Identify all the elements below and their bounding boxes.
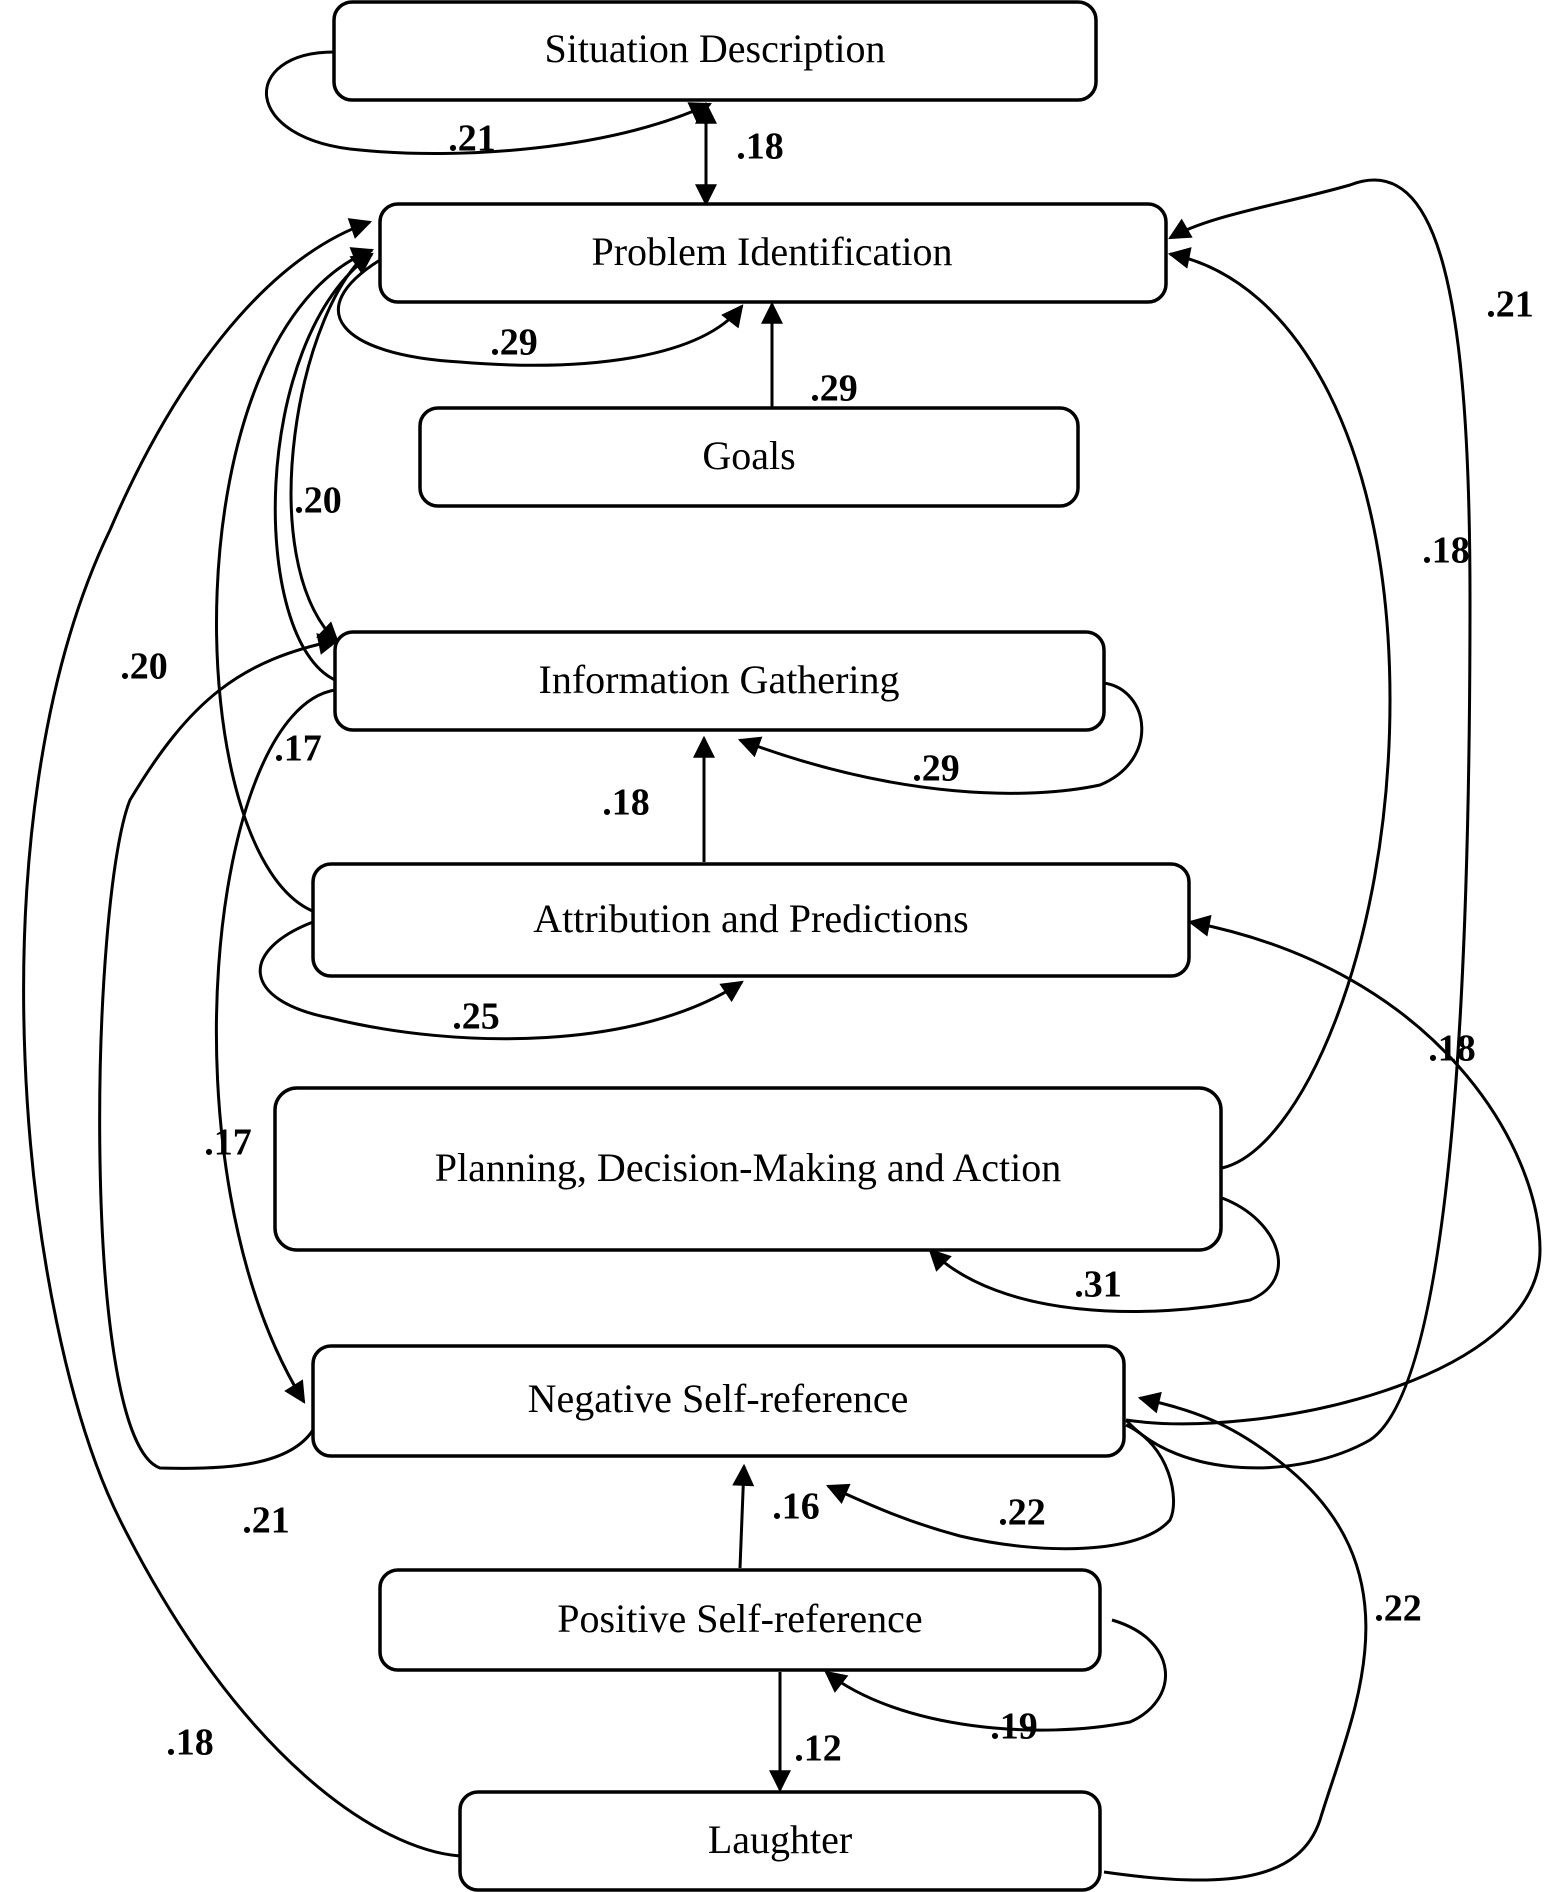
edge-nsr-self (825, 1423, 1176, 1551)
edge-nsr-ap (1125, 914, 1542, 1426)
edge-psr-self (824, 1618, 1167, 1732)
node-goals-label: Goals (702, 433, 795, 478)
node-planning: Planning, Decision-Making and Action (273, 1086, 1223, 1252)
node-negative-self-reference-label: Negative Self-reference (528, 1376, 909, 1421)
edge-label-ap-ig: .18 (602, 782, 650, 824)
edge-l-pi (22, 218, 461, 1858)
node-situation-description-label: Situation Description (544, 26, 885, 71)
edge-ap-self (258, 920, 744, 1041)
edge-plan-pi (1167, 247, 1392, 1170)
node-positive-self-reference: Positive Self-reference (378, 1568, 1102, 1672)
edge-sd-self (265, 50, 712, 156)
edge-label-psr-nsr: .16 (772, 1486, 820, 1528)
edge-label-ig-nsr: .17 (204, 1122, 252, 1164)
edge-label-plan-pi: .18 (1422, 530, 1470, 572)
node-laughter-label: Laughter (708, 1817, 852, 1862)
edges (22, 50, 1542, 1882)
edge-label-ig-self: .29 (912, 748, 960, 790)
edge-l-nsr (1103, 1391, 1368, 1882)
edge-labels: .21 .18 .29 .29 .20 .20 .17 .29 .18 .25 … (120, 118, 1534, 1770)
node-planning-label: Planning, Decision-Making and Action (435, 1145, 1062, 1190)
edge-label-ig-pi: .20 (294, 480, 342, 522)
node-problem-identification: Problem Identification (378, 202, 1168, 304)
edge-nsr-pi (1124, 178, 1472, 1470)
edge-label-l-nsr: .22 (1374, 1588, 1422, 1630)
edge-ap-pi (215, 247, 375, 914)
node-situation-description: Situation Description (332, 0, 1098, 102)
node-negative-self-reference: Negative Self-reference (311, 1344, 1126, 1458)
nodes: Situation Description Problem Identifica… (273, 0, 1223, 1892)
edge-label-nsr-self: .22 (998, 1492, 1046, 1534)
edge-ig-nsr (214, 688, 336, 1404)
edge-label-sd-pi: .18 (736, 126, 784, 168)
node-problem-identification-label: Problem Identification (591, 229, 952, 274)
edge-label-nsr-pi: .21 (1486, 284, 1534, 326)
edge-label-ap-self: .25 (452, 996, 500, 1038)
node-information-gathering: Information Gathering (333, 630, 1106, 732)
edge-psr-nsr (732, 1463, 755, 1569)
edge-label-nsr-ig: .21 (242, 1500, 290, 1542)
edge-label-nsr-ap: .18 (1428, 1028, 1476, 1070)
node-attribution-predictions: Attribution and Predictions (311, 862, 1191, 978)
node-attribution-predictions-label: Attribution and Predictions (533, 896, 969, 941)
node-positive-self-reference-label: Positive Self-reference (557, 1596, 922, 1641)
edge-pi-ig (289, 248, 373, 645)
edge-label-sd-self: .21 (448, 118, 496, 160)
edge-label-goals-pi: .29 (810, 368, 858, 410)
edge-label-psr-l: .12 (794, 1728, 842, 1770)
edge-label-pi-ig: .17 (274, 728, 322, 770)
edge-label-l-pi: .18 (166, 1722, 214, 1764)
edge-label-pi-self: .29 (490, 322, 538, 364)
edge-pi-self (336, 258, 744, 367)
edge-ig-self (737, 681, 1144, 795)
node-laughter: Laughter (458, 1790, 1102, 1892)
edge-plan-self (928, 1196, 1280, 1313)
edge-label-ap-pi: .20 (120, 646, 168, 688)
edge-nsr-ig (98, 633, 341, 1470)
node-goals: Goals (418, 406, 1080, 508)
edge-label-psr-self: .19 (990, 1706, 1038, 1748)
edge-label-plan-self: .31 (1074, 1264, 1122, 1306)
node-information-gathering-label: Information Gathering (539, 657, 900, 702)
